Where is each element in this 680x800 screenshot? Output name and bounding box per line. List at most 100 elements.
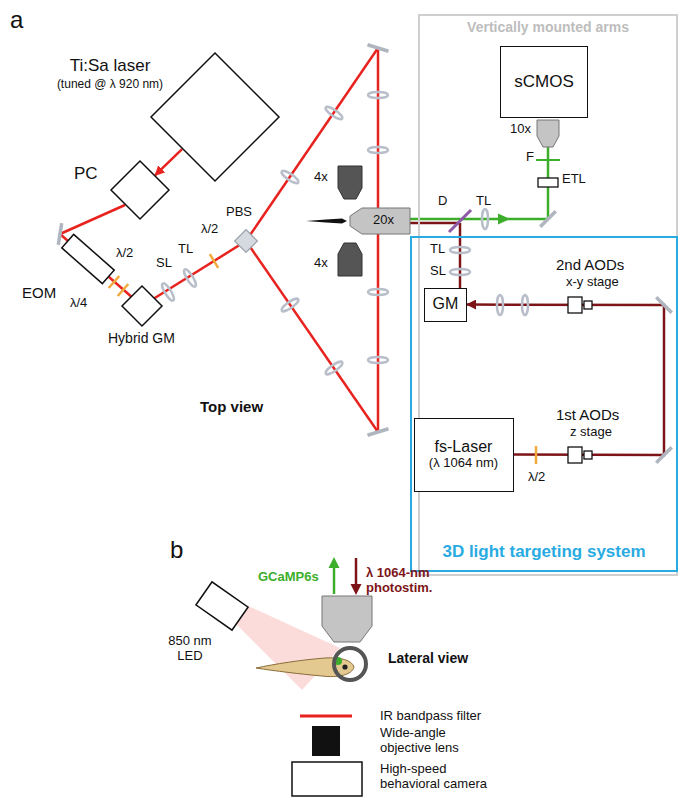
node-title: sCMOS: [514, 72, 574, 92]
ti-sa-beam: [377, 48, 380, 432]
waveplate-label: λ/2: [201, 222, 218, 237]
led-source: [196, 582, 248, 630]
zebrafish-larva: [256, 648, 366, 680]
emission-filter: [536, 160, 560, 161]
detection-beam: [410, 147, 548, 288]
ti-sa-beam: [246, 241, 378, 432]
part-label: 2nd AODs: [556, 256, 624, 273]
part-label: D: [438, 194, 447, 209]
part-label: ETL: [562, 172, 586, 187]
aod-crystal: [584, 301, 592, 309]
lens-mirror: [656, 297, 672, 313]
lens-mirror: [324, 360, 344, 376]
node-title: GM: [433, 295, 459, 313]
objective-label: 4x: [314, 256, 328, 271]
galvo-box: GM: [424, 288, 467, 322]
lens-label: TL: [430, 242, 445, 257]
etl-lens: [538, 178, 558, 187]
signal-arrow: [333, 566, 336, 594]
signal-arrow: [355, 558, 358, 586]
lens-mirror: [58, 223, 61, 245]
node-subtitle: (tuned @ λ 920 nm): [46, 78, 174, 92]
lens-mirror: [368, 147, 388, 153]
dichroic-mirror: [449, 210, 471, 232]
zebrafish-larva: [334, 648, 366, 680]
node-title: Vertically mounted arms: [420, 19, 676, 35]
part-label: 1st AODs: [556, 406, 619, 423]
waveplate-label: λ/4: [70, 296, 87, 311]
part-label: Wide-angle objective lens: [380, 726, 490, 756]
stage-label: z stage: [570, 425, 612, 440]
pbs-cube: [235, 230, 258, 253]
lens-mirror: [540, 211, 556, 227]
node-title: PC: [74, 164, 98, 184]
detection-beam: [459, 223, 462, 288]
waveplate: [536, 446, 537, 464]
panel-letter: a: [10, 6, 23, 34]
part-label: 850 nm LED: [160, 634, 220, 664]
panel-letter: b: [170, 536, 183, 564]
part-label: Hybrid GM: [108, 330, 175, 346]
aod-crystal: [568, 297, 582, 313]
pbs-cube: [235, 230, 258, 253]
eom-crystal: [62, 234, 114, 283]
behavior-camera: [292, 762, 362, 796]
waveplate: [210, 254, 218, 268]
diamond-outline: [111, 161, 169, 219]
diamond-outline: [150, 52, 280, 182]
hybrid-gm-box: [122, 286, 162, 326]
objective-lens: [338, 243, 362, 276]
targeting-region: 3D light targeting system GM fs-Laser(λ 10…: [410, 236, 678, 572]
mounting-region: Vertically mounted armssCMOS3D light tar…: [418, 14, 678, 576]
dichroic-mirror: [449, 210, 471, 232]
diamond-outline: [151, 53, 279, 181]
part-label: EOM: [22, 284, 56, 301]
aod-crystal: [584, 451, 592, 459]
etl-lens: [538, 178, 558, 187]
detection-beam: [410, 218, 548, 221]
eom-crystal: [62, 234, 114, 283]
zebrafish-larva: [306, 219, 347, 224]
part-label: IR bandpass filter: [380, 709, 481, 724]
part-label: PBS: [226, 205, 252, 220]
lens-mirror: [656, 447, 672, 463]
lens-mirror: [367, 45, 388, 51]
waveplate-label: λ/2: [528, 470, 545, 485]
objective-lens: [322, 596, 372, 642]
lens-mirror: [368, 92, 388, 98]
part-label: F: [526, 150, 534, 165]
objective-label: 20x: [373, 213, 394, 228]
ti-sa-beam: [60, 48, 378, 432]
lens-mirror: [182, 268, 198, 288]
objective-label: 4x: [314, 170, 328, 185]
lens-label: TL: [178, 242, 193, 257]
objective-lens: [350, 208, 410, 234]
node-subtitle: (λ 1064 nm): [429, 456, 498, 471]
ti-sa-beam: [60, 205, 125, 234]
pockels-cell: PC: [110, 160, 170, 220]
camera-objective: [312, 726, 340, 756]
lens-mirror: [367, 429, 388, 435]
lens-mirror: [522, 295, 528, 315]
signal-arrow: [329, 557, 340, 568]
camera-objective: [312, 726, 340, 756]
laser-source: fs-Laser(λ 1064 nm): [414, 418, 514, 492]
node-title: fs-Laser: [435, 438, 493, 456]
lens-mirror: [368, 357, 388, 363]
emission-filter: [536, 159, 560, 161]
laser-source: Ti:Sa laser(tuned @ λ 920 nm): [150, 52, 280, 182]
behavior-camera: [292, 762, 362, 796]
stage-label: x-y stage: [566, 275, 619, 290]
objective-lens: [338, 166, 362, 199]
objective-label: 10x: [510, 122, 531, 137]
part-label: High-speed behavioral camera: [380, 762, 510, 792]
node-title: 3D light targeting system: [412, 542, 676, 562]
diamond-outline: [110, 160, 170, 220]
lens-mirror: [324, 105, 344, 121]
node-title: Ti:Sa laser: [50, 56, 170, 76]
ir-filter: [300, 716, 352, 717]
waveplate: [535, 446, 538, 464]
view-label: Top view: [200, 398, 263, 415]
